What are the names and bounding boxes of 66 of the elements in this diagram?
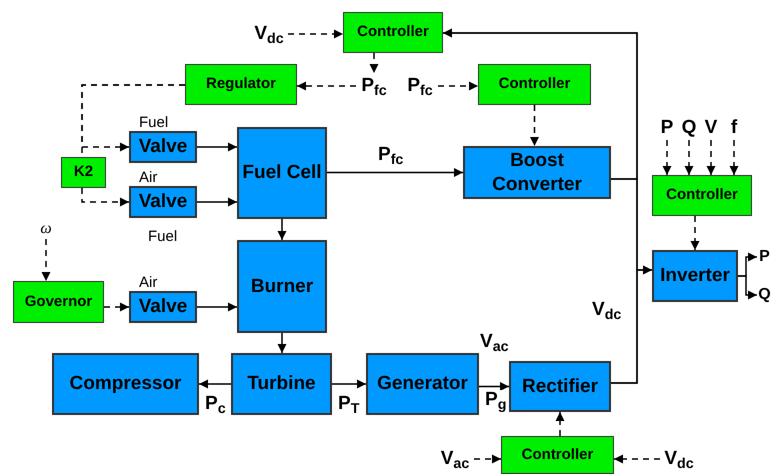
controller-block: Controller [343, 12, 443, 53]
arrow [197, 302, 237, 312]
flow-label: Fuel [139, 113, 168, 133]
arrow [332, 380, 366, 388]
arrow [479, 382, 509, 391]
dashed-arrow [42, 239, 50, 281]
process-block: Rectifier [509, 361, 611, 412]
arrow [278, 219, 286, 240]
controller-block: Controller [501, 436, 614, 474]
flow-label: Fuel [148, 229, 178, 244]
controller-block: Controller [478, 64, 591, 105]
edge-label: P$_{c}$ [205, 394, 226, 413]
flow-label: Air [139, 273, 158, 293]
controller-block: Regulator [185, 64, 297, 105]
edge-label: P$_{fc}$ [378, 145, 404, 164]
process-block: Generator [366, 353, 479, 415]
dashed-arrow [104, 302, 129, 312]
signal-label: V$_{ac}$ [436, 446, 474, 472]
arrow [611, 266, 652, 384]
signal-label: V$_{dc}$ [592, 300, 622, 319]
process-block: Compressor [52, 353, 199, 415]
signal-label: Q [757, 284, 772, 306]
dashed-arrow [684, 140, 694, 175]
process-block: Boost Converter [463, 146, 611, 199]
process-block: Valve [129, 186, 197, 218]
process-block: Burner [237, 240, 327, 333]
signal-label: V [702, 116, 720, 140]
dashed-arrow [730, 140, 738, 175]
signal-label: f [727, 116, 741, 140]
signal-label: V$_{ac}$ [480, 332, 509, 351]
controller-block: K2 [61, 157, 106, 188]
signal-label: ω [38, 219, 54, 239]
signal-label: V$_{dc}$ [660, 446, 698, 472]
dashed-arrow [614, 454, 660, 464]
signal-label: P [658, 116, 676, 140]
arrow [197, 198, 237, 206]
arrow [738, 275, 757, 300]
process-block: Inverter [652, 250, 738, 302]
signal-label: P [757, 246, 772, 268]
process-block: Fuel Cell [237, 127, 327, 219]
signal-label: P$_{fc}$ [402, 73, 438, 99]
edge-label: P$_{T}$ [338, 394, 360, 413]
dashed-arrow [297, 82, 356, 90]
controller-block: Controller [652, 175, 752, 216]
process-block: Valve [129, 131, 197, 163]
arrow [199, 380, 231, 388]
arrow [327, 168, 463, 177]
arrow [197, 142, 237, 152]
dashed-arrow [530, 105, 539, 146]
dashed-arrow [288, 30, 343, 38]
dashed-arrow [556, 412, 564, 436]
signal-label: P$_{fc}$ [356, 73, 392, 99]
signal-label: Q [679, 116, 699, 140]
dashed-arrow [690, 216, 700, 250]
process-block: Turbine [231, 353, 332, 415]
process-block: Valve [129, 291, 197, 323]
dashed-arrow [370, 53, 378, 73]
controller-block: Governor [13, 281, 104, 323]
dashed-arrow [438, 82, 478, 90]
dashed-arrow [81, 188, 129, 206]
dashed-arrow [662, 140, 672, 175]
dashed-arrow [706, 140, 716, 175]
signal-label: V$_{dc}$ [250, 20, 288, 48]
dashed-arrow [474, 454, 501, 464]
flow-label: Air [139, 168, 158, 188]
arrow [278, 333, 286, 353]
